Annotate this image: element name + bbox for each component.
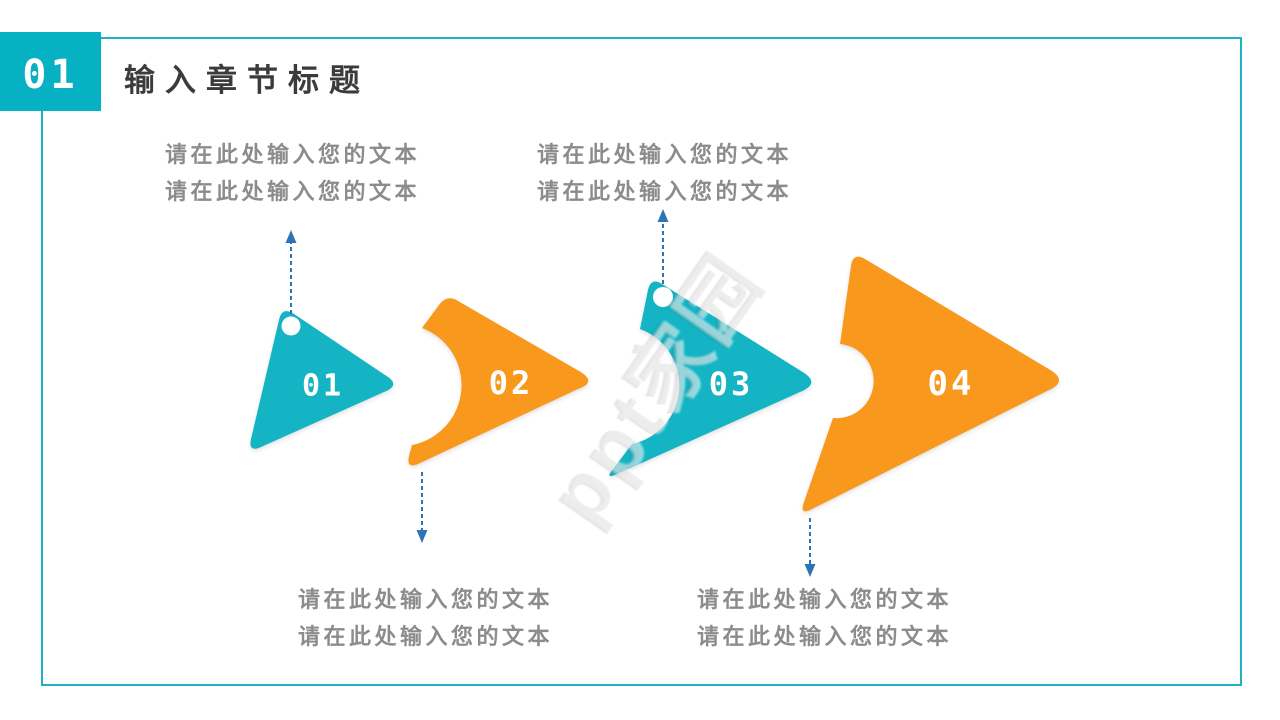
step-shape-3 bbox=[609, 281, 812, 477]
caption-line: 请在此处输入您的文本 bbox=[165, 179, 421, 204]
step-number-4: 04 bbox=[927, 364, 975, 404]
caption-line: 请在此处输入您的文本 bbox=[697, 587, 953, 612]
up-arrowhead-step-1 bbox=[285, 230, 297, 243]
caption-line: 请在此处输入您的文本 bbox=[537, 179, 793, 204]
step-number-2: 02 bbox=[488, 364, 534, 402]
slide-border-frame bbox=[41, 37, 1242, 686]
pin-hole-step-1 bbox=[281, 316, 301, 336]
caption-line: 请在此处输入您的文本 bbox=[697, 624, 953, 649]
up-arrowhead-step-3 bbox=[657, 209, 669, 222]
section-badge: 01 bbox=[0, 32, 101, 111]
step-shape-2 bbox=[408, 298, 589, 466]
step-number-1: 01 bbox=[301, 368, 345, 404]
step-shape-4 bbox=[802, 256, 1059, 512]
step-number-3: 03 bbox=[708, 365, 754, 403]
caption-line: 请在此处输入您的文本 bbox=[298, 624, 554, 649]
caption-bottom-right: 请在此处输入您的文本 请在此处输入您的文本 bbox=[697, 581, 952, 655]
step-shape-1 bbox=[250, 311, 394, 449]
caption-top-left: 请在此处输入您的文本 请在此处输入您的文本 bbox=[165, 136, 420, 210]
caption-line: 请在此处输入您的文本 bbox=[165, 142, 421, 167]
page-title: 输入章节标题 bbox=[124, 63, 370, 98]
caption-line: 请在此处输入您的文本 bbox=[537, 142, 793, 167]
caption-bottom-left: 请在此处输入您的文本 请在此处输入您的文本 bbox=[298, 581, 553, 655]
pin-hole-step-3 bbox=[653, 287, 673, 307]
section-badge-number: 01 bbox=[22, 51, 79, 98]
down-arrowhead-step-4 bbox=[804, 564, 816, 577]
caption-line: 请在此处输入您的文本 bbox=[298, 587, 554, 612]
caption-top-right: 请在此处输入您的文本 请在此处输入您的文本 bbox=[537, 136, 792, 210]
down-arrowhead-step-2 bbox=[416, 530, 428, 543]
